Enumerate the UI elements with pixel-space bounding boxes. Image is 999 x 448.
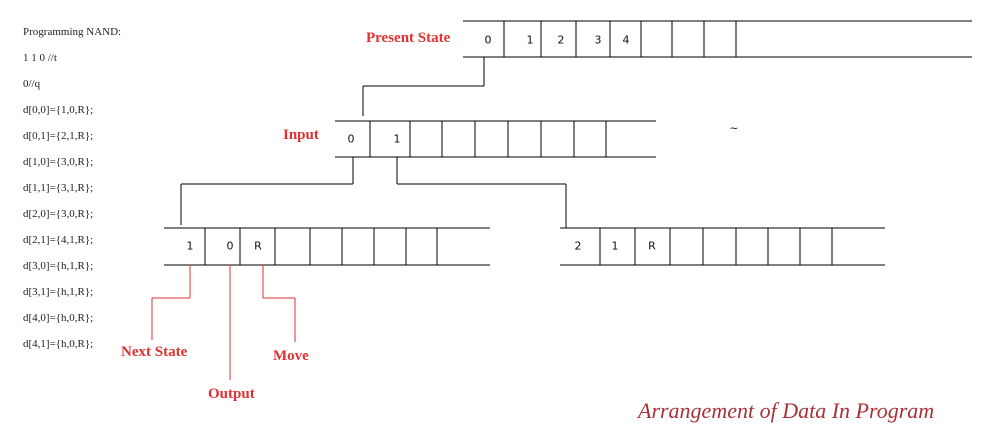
tape-transition_0-cell: 1 <box>186 239 194 253</box>
stray-mark: ~ <box>729 121 739 135</box>
tape-transition_0-cell: 0 <box>226 239 234 253</box>
tape-transition_0-cell: R <box>254 239 262 253</box>
tape-transition_1-cell: 1 <box>611 239 619 253</box>
figure-caption: Arrangement of Data In Program <box>638 398 935 423</box>
tape-present_state-cell: 2 <box>557 33 565 47</box>
present-state-label: Present State <box>366 30 451 46</box>
code-line: d[3,1]={h,1,R}; <box>23 286 94 298</box>
code-line: d[1,0]={3,0,R}; <box>23 156 94 168</box>
tape-present_state-cell: 0 <box>484 33 492 47</box>
tape-transition_1-cell: R <box>648 239 656 253</box>
code-line: d[0,0]={1,0,R}; <box>23 104 94 116</box>
input-label: Input <box>283 127 319 143</box>
code-line: d[4,0]={h,0,R}; <box>23 312 94 324</box>
move-label: Move <box>273 348 309 364</box>
code-line: d[3,0]={h,1,R}; <box>23 260 94 272</box>
next-state-label: Next State <box>121 344 188 360</box>
tape-present_state-cell: 1 <box>526 33 534 47</box>
code-line: d[2,1]={4,1,R}; <box>23 234 94 246</box>
tape-present_state-cell: 3 <box>594 33 602 47</box>
code-line: 1 1 0 //t <box>23 52 57 64</box>
tape-transition_1-cell: 2 <box>574 239 582 253</box>
code-line: d[0,1]={2,1,R}; <box>23 130 94 142</box>
code-title: Programming NAND: <box>23 26 122 38</box>
code-line: d[2,0]={3,0,R}; <box>23 208 94 220</box>
code-line: d[1,1]={3,1,R}; <box>23 182 94 194</box>
tape-input-cell: 1 <box>393 132 401 146</box>
code-line: d[4,1]={h,0,R}; <box>23 338 94 350</box>
tape-present_state-cell: 4 <box>622 33 630 47</box>
output-label: Output <box>208 386 255 402</box>
code-line: 0//q <box>23 78 41 90</box>
tape-input-cell: 0 <box>347 132 355 146</box>
